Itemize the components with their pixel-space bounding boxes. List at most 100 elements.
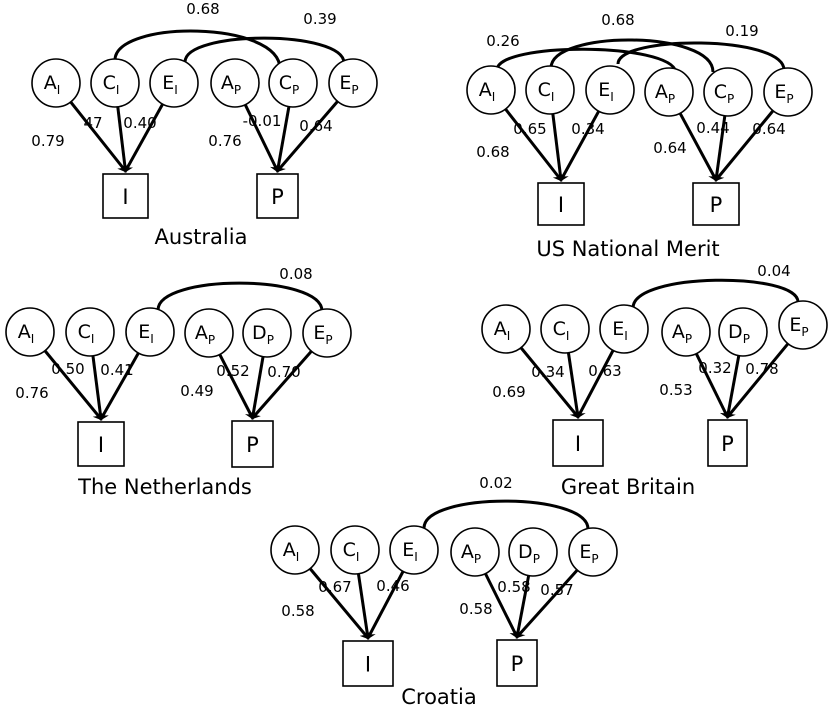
- node-subscript: I: [57, 83, 61, 97]
- node-letter: A: [195, 322, 208, 344]
- node-letter: E: [774, 81, 786, 103]
- correlation-label: 0.26: [486, 32, 519, 50]
- latent-node-E-I: EI: [125, 307, 175, 357]
- path-arrow-P-2: [714, 109, 775, 182]
- node-letter: E: [789, 314, 801, 336]
- node-label: EI: [162, 72, 178, 97]
- correlation-arc-E_I-E_P: [422, 499, 590, 530]
- node-letter: C: [538, 79, 551, 101]
- latent-node-D-P: DP: [508, 527, 558, 577]
- outcome-box-rect: [552, 419, 604, 467]
- node-circle: [525, 65, 575, 115]
- node-letter: D: [252, 322, 267, 344]
- node-letter: E: [402, 539, 414, 561]
- node-subscript: P: [533, 552, 540, 566]
- node-subscript: P: [668, 92, 675, 106]
- outcome-label: I: [122, 185, 128, 209]
- node-circle: [661, 307, 711, 357]
- node-label: DP: [518, 541, 540, 566]
- path-arrow-P-0: [694, 352, 729, 419]
- node-letter: A: [494, 318, 507, 340]
- node-label: EP: [789, 314, 808, 339]
- panel-title: US National Merit: [536, 237, 719, 261]
- path-coefficient-label: 0.70: [267, 363, 300, 381]
- node-subscript: I: [610, 90, 614, 104]
- correlation-label: 0.68: [601, 11, 634, 29]
- node-circle: [718, 307, 768, 357]
- panel-title: The Netherlands: [77, 475, 252, 499]
- node-label: CI: [343, 539, 360, 564]
- node-subscript: P: [591, 552, 598, 566]
- outcome-label: P: [710, 193, 723, 217]
- latent-node-C-I: CI: [525, 65, 575, 115]
- node-circle: [763, 67, 813, 117]
- path-arrow-I-2: [366, 570, 405, 640]
- node-letter: A: [672, 321, 685, 343]
- node-subscript: I: [296, 550, 300, 564]
- outcome-label: I: [98, 433, 104, 457]
- node-circle: [210, 58, 260, 108]
- latent-node-A-P: AP: [450, 527, 500, 577]
- node-subscript: P: [685, 332, 692, 346]
- path-arrow-P-1: [723, 355, 741, 419]
- path-coefficient-label: 0.58: [459, 600, 492, 618]
- latent-node-A-I: AI: [5, 307, 55, 357]
- outcome-box-I: I: [77, 421, 125, 467]
- outcome-box-rect: [77, 421, 125, 467]
- path-coefficient-label: 47: [83, 114, 102, 132]
- path-arrow-I-0: [308, 567, 370, 640]
- outcome-box-rect: [496, 639, 538, 687]
- node-subscript: P: [786, 92, 793, 106]
- node-label: EI: [598, 79, 614, 104]
- node-label: AP: [461, 541, 481, 566]
- outcome-box-I: I: [102, 173, 149, 219]
- path-arrow-P-2: [515, 569, 579, 639]
- node-subscript: P: [325, 333, 332, 347]
- node-subscript: I: [507, 329, 511, 343]
- outcome-box-rect: [692, 182, 740, 226]
- node-letter: D: [728, 321, 743, 343]
- path-coefficient-label: 0.76: [15, 384, 48, 402]
- node-circle: [585, 65, 635, 115]
- outcome-box-P: P: [496, 639, 538, 687]
- node-circle: [568, 527, 618, 577]
- node-label: CP: [714, 81, 735, 106]
- outcome-box-rect: [342, 640, 394, 687]
- latent-node-E-P: EP: [568, 527, 618, 577]
- node-subscript: I: [624, 329, 628, 343]
- path-coefficient-label: 0.64: [299, 117, 332, 135]
- path-coefficient-label: 0.76: [208, 132, 241, 150]
- node-subscript: I: [551, 90, 555, 104]
- node-letter: A: [479, 79, 492, 101]
- path-arrow-I-1: [91, 355, 106, 421]
- node-circle: [508, 527, 558, 577]
- path-coefficient-label: 0.34: [531, 363, 564, 381]
- path-coefficient-label: 0.68: [476, 143, 509, 161]
- node-letter: A: [283, 539, 296, 561]
- node-circle: [149, 58, 199, 108]
- node-circle: [540, 304, 590, 354]
- node-subscript: P: [292, 83, 299, 97]
- node-subscript: P: [474, 552, 481, 566]
- path-arrow-I-2: [559, 110, 601, 182]
- outcome-box-P: P: [707, 419, 748, 467]
- node-circle: [125, 307, 175, 357]
- node-letter: A: [44, 72, 57, 94]
- path-arrow-P-1: [273, 106, 291, 173]
- latent-node-E-I: EI: [599, 304, 649, 354]
- path-coefficient-label: 0.64: [653, 139, 686, 157]
- outcome-label: I: [365, 653, 371, 677]
- node-subscript: P: [234, 83, 241, 97]
- latent-node-C-P: CP: [703, 67, 753, 117]
- correlation-label: 0.39: [303, 10, 336, 28]
- node-subscript: I: [116, 83, 120, 97]
- outcome-label: I: [575, 432, 581, 456]
- path-coefficient-label: 0.53: [659, 381, 692, 399]
- outcome-box-rect: [707, 419, 748, 467]
- node-label: DP: [252, 322, 274, 347]
- node-subscript: P: [267, 333, 274, 347]
- node-label: DP: [728, 321, 750, 346]
- path-coefficient-label: 0.34: [571, 120, 604, 138]
